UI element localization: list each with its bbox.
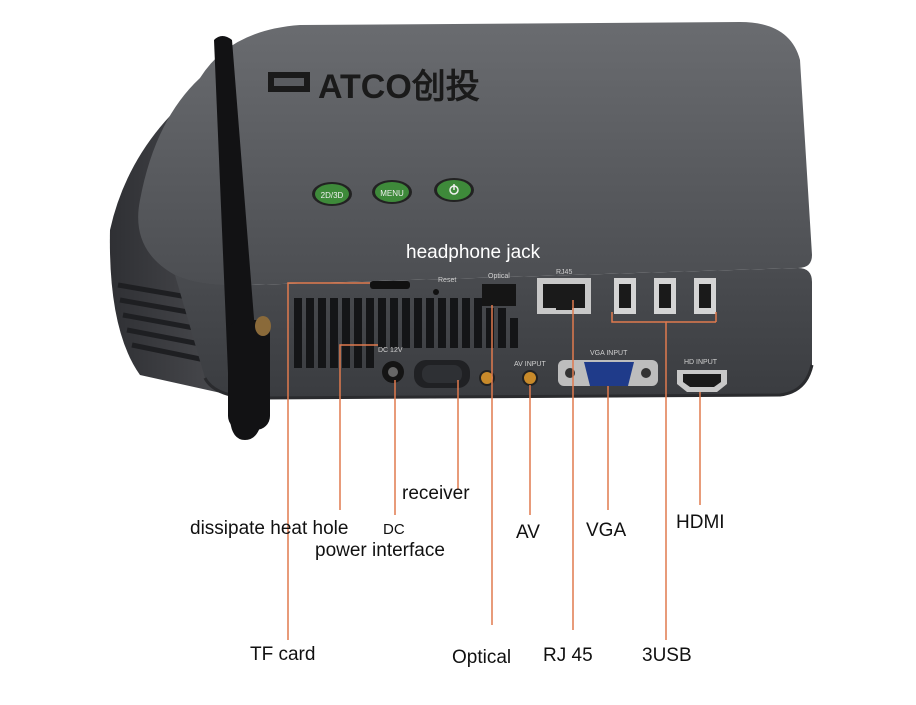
label-receiver: receiver: [402, 483, 470, 504]
vga-port: VGA INPUT: [558, 350, 658, 386]
svg-text:AV INPUT: AV INPUT: [514, 361, 546, 368]
svg-text:ATCO创投: ATCO创投: [318, 68, 480, 106]
callout-lines: [287, 282, 717, 640]
label-power-interface: power interface: [315, 540, 445, 561]
label-av: AV: [516, 522, 540, 543]
usb-ports: [614, 278, 716, 314]
label-tf-card: TF card: [250, 644, 316, 665]
svg-text:RJ45: RJ45: [556, 269, 572, 276]
optical-port: [482, 284, 516, 306]
av-jack: [522, 370, 538, 386]
hdmi-port: HD INPUT: [677, 359, 727, 392]
label-dc: DC: [383, 521, 405, 538]
label-headphone-jack: headphone jack: [406, 242, 541, 263]
svg-text:Reset: Reset: [438, 277, 456, 284]
svg-text:VGA INPUT: VGA INPUT: [590, 350, 628, 357]
headphone-jack: [479, 370, 495, 386]
svg-text:MENU: MENU: [380, 189, 404, 198]
label-dissipate-heat-hole: dissipate heat hole: [190, 518, 349, 539]
svg-text:HD INPUT: HD INPUT: [684, 359, 718, 366]
ir-receiver: [414, 360, 470, 388]
label-rj45: RJ 45: [543, 645, 593, 666]
label-vga: VGA: [586, 520, 627, 541]
rj45-port: RJ45: [537, 269, 591, 314]
label-optical: Optical: [452, 647, 512, 668]
brand-logo: ATCO创投: [268, 68, 480, 106]
heat-vent: [294, 298, 518, 368]
reset-hole: [433, 289, 439, 295]
antenna: [214, 36, 271, 440]
control-buttons: 2D/3D MENU: [312, 178, 474, 206]
label-hdmi: HDMI: [676, 512, 725, 533]
dc-jack: DC 12V: [378, 347, 404, 383]
svg-text:DC 12V: DC 12V: [378, 347, 403, 354]
svg-text:2D/3D: 2D/3D: [321, 191, 344, 200]
label-3usb: 3USB: [642, 645, 692, 666]
svg-text:Optical: Optical: [488, 273, 510, 280]
tf-card-slot: [370, 281, 410, 289]
